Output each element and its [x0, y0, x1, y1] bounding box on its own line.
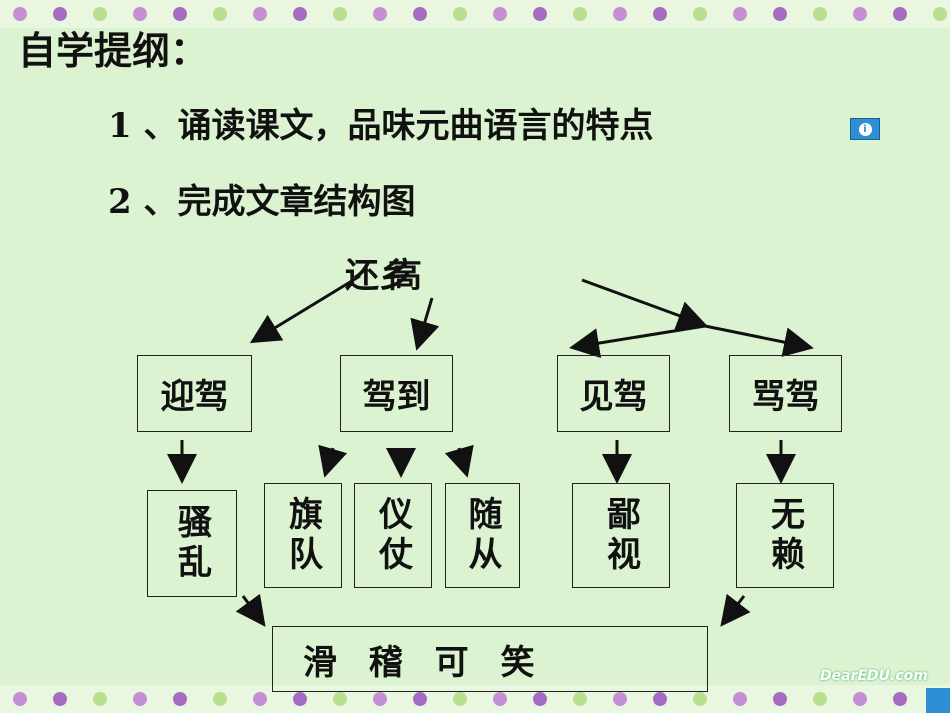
corner-nav-button[interactable]: [926, 688, 950, 713]
box-majia: 骂驾: [729, 355, 842, 432]
flower-icon: [13, 7, 27, 21]
flower-icon: [413, 7, 427, 21]
flower-icon: [573, 692, 587, 706]
flower-icon: [533, 7, 547, 21]
flower-icon: [93, 692, 107, 706]
flower-icon: [333, 692, 347, 706]
flower-icon: [373, 692, 387, 706]
info-icon[interactable]: i: [850, 118, 880, 140]
flower-icon: [933, 7, 947, 21]
flower-icon: [573, 7, 587, 21]
flower-icon: [693, 692, 707, 706]
flower-icon: [853, 692, 867, 706]
box-suicong: 随从: [445, 483, 520, 588]
box-wulai: 无赖: [736, 483, 834, 588]
flower-icon: [213, 692, 227, 706]
box-jiadao: 驾到: [340, 355, 453, 432]
watermark-logo: DearEDU.com: [820, 668, 928, 684]
outline-item-1: 1 、诵读课文，品味元曲语言的特点: [108, 106, 654, 146]
flower-icon: [653, 7, 667, 21]
flower-icon: [53, 692, 67, 706]
box-yizhang: 仪仗: [354, 483, 432, 588]
flower-icon: [253, 7, 267, 21]
flower-icon: [93, 7, 107, 21]
label-gao: 高: [388, 256, 422, 296]
flower-icon: [653, 692, 667, 706]
flower-icon: [333, 7, 347, 21]
flower-icon: [773, 692, 787, 706]
flower-icon: [13, 692, 27, 706]
outline-item-2: 2 、完成文章结构图: [108, 182, 416, 222]
flower-icon: [453, 692, 467, 706]
box-bishi: 鄙视: [572, 483, 670, 588]
box-jianjia: 见驾: [557, 355, 670, 432]
flower-icon: [213, 7, 227, 21]
box-yingjia: 迎驾: [137, 355, 252, 432]
flower-icon: [773, 7, 787, 21]
label-huanxiang: 还乡: [345, 256, 413, 296]
box-saoluan: 骚乱: [147, 490, 237, 597]
flower-icon: [613, 7, 627, 21]
flower-icon: [253, 692, 267, 706]
flower-icon: [413, 692, 427, 706]
flower-icon: [693, 7, 707, 21]
flower-icon: [533, 692, 547, 706]
flower-icon: [173, 7, 187, 21]
flower-icon: [733, 692, 747, 706]
flower-icon: [613, 692, 627, 706]
flower-icon: [173, 692, 187, 706]
flower-icon: [453, 7, 467, 21]
flower-icon: [813, 692, 827, 706]
flower-icon: [493, 692, 507, 706]
flower-icon: [53, 7, 67, 21]
flower-icon: [893, 692, 907, 706]
flower-icon: [133, 7, 147, 21]
flower-icon: [293, 7, 307, 21]
flower-icon: [893, 7, 907, 21]
box-qidui: 旗队: [264, 483, 342, 588]
flower-icon: [853, 7, 867, 21]
flower-border-top: [0, 0, 950, 28]
flower-icon: [813, 7, 827, 21]
flower-icon: [293, 692, 307, 706]
flower-icon: [133, 692, 147, 706]
flower-icon: [373, 7, 387, 21]
page-title: 自学提纲：: [18, 28, 209, 73]
flower-icon: [733, 7, 747, 21]
flower-icon: [493, 7, 507, 21]
box-huajikexiao: 滑 稽 可 笑: [272, 626, 708, 692]
flower-border-bottom: [0, 685, 950, 713]
